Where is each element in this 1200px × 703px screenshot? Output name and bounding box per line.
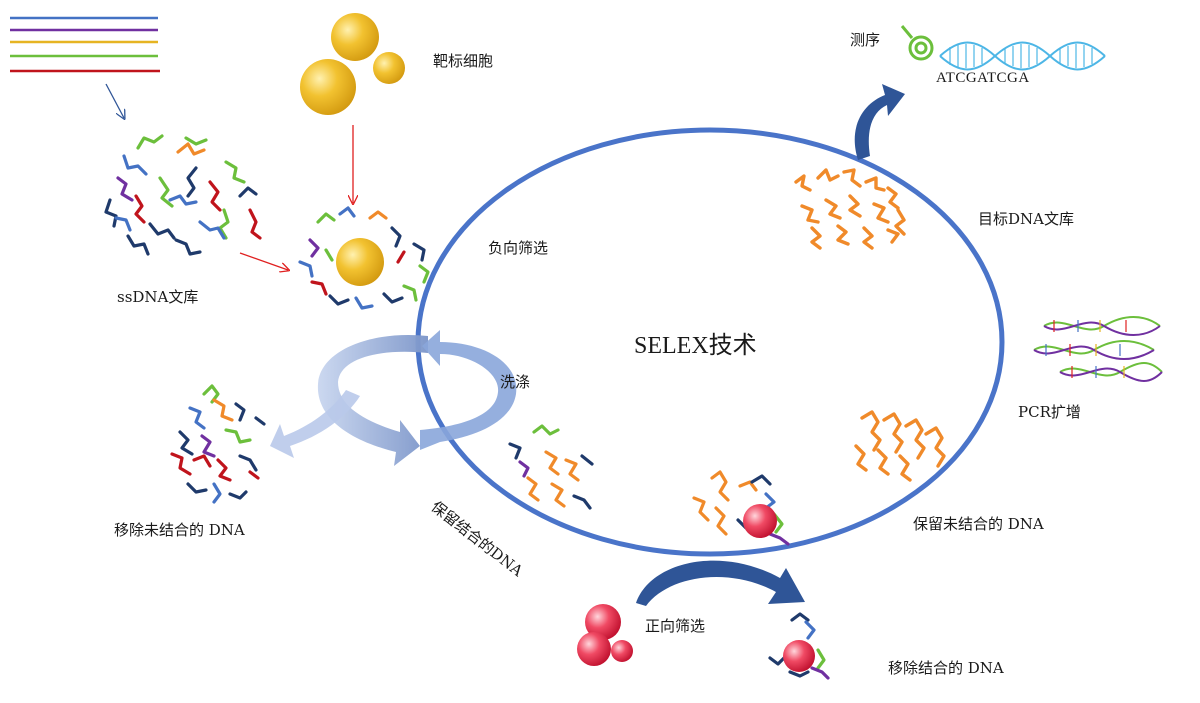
removed-unbound-dna-cluster	[170, 384, 266, 504]
removed-bound-cell	[783, 640, 815, 672]
center-title: SELEX技术	[634, 333, 757, 359]
label-remove-unbound: 移除未结合的 DNA	[114, 521, 245, 539]
label-keep-unbound: 保留未结合的 DNA	[913, 515, 1044, 533]
target-cell-bound	[336, 238, 384, 286]
wash-cycle-arrows	[270, 330, 517, 466]
label-remove-bound: 移除结合的 DNA	[888, 659, 1004, 677]
dna-helix-icon	[939, 41, 1106, 71]
positive-selection-complex	[692, 470, 790, 546]
label-positive-selection: 正向筛选	[645, 617, 706, 635]
arrow-library-to-target	[239, 252, 288, 270]
sequence-text: ATCGATCGA	[936, 70, 1030, 86]
oligo-lines	[10, 16, 160, 73]
magnifier-icon	[900, 25, 934, 61]
pcr-helix-icon	[1033, 316, 1163, 382]
target-dna-library-cluster	[794, 168, 906, 250]
label-target-library: 目标DNA文库	[978, 210, 1074, 228]
ssdna-library-cluster	[104, 134, 262, 256]
label-pcr: PCR扩增	[1018, 403, 1081, 421]
negative-selection-complex	[298, 206, 430, 310]
label-negative-selection: 负向筛选	[488, 239, 549, 257]
unbound-dna-cluster	[854, 410, 946, 482]
kept-bound-dna-cluster	[508, 424, 594, 510]
label-sequencing: 测序	[850, 31, 881, 49]
positive-cell-bound	[743, 504, 777, 538]
label-ssdna-library: ssDNA文库	[117, 288, 199, 306]
removed-bound-dna	[768, 612, 830, 680]
label-target-cells: 靶标细胞	[433, 52, 494, 70]
positive-target-cells	[577, 604, 633, 666]
label-wash: 洗涤	[500, 373, 531, 391]
arrow-to-library	[105, 83, 124, 118]
target-cells	[300, 13, 405, 115]
arrow-positive-selection	[636, 560, 805, 606]
arrow-to-sequencing	[854, 84, 905, 160]
